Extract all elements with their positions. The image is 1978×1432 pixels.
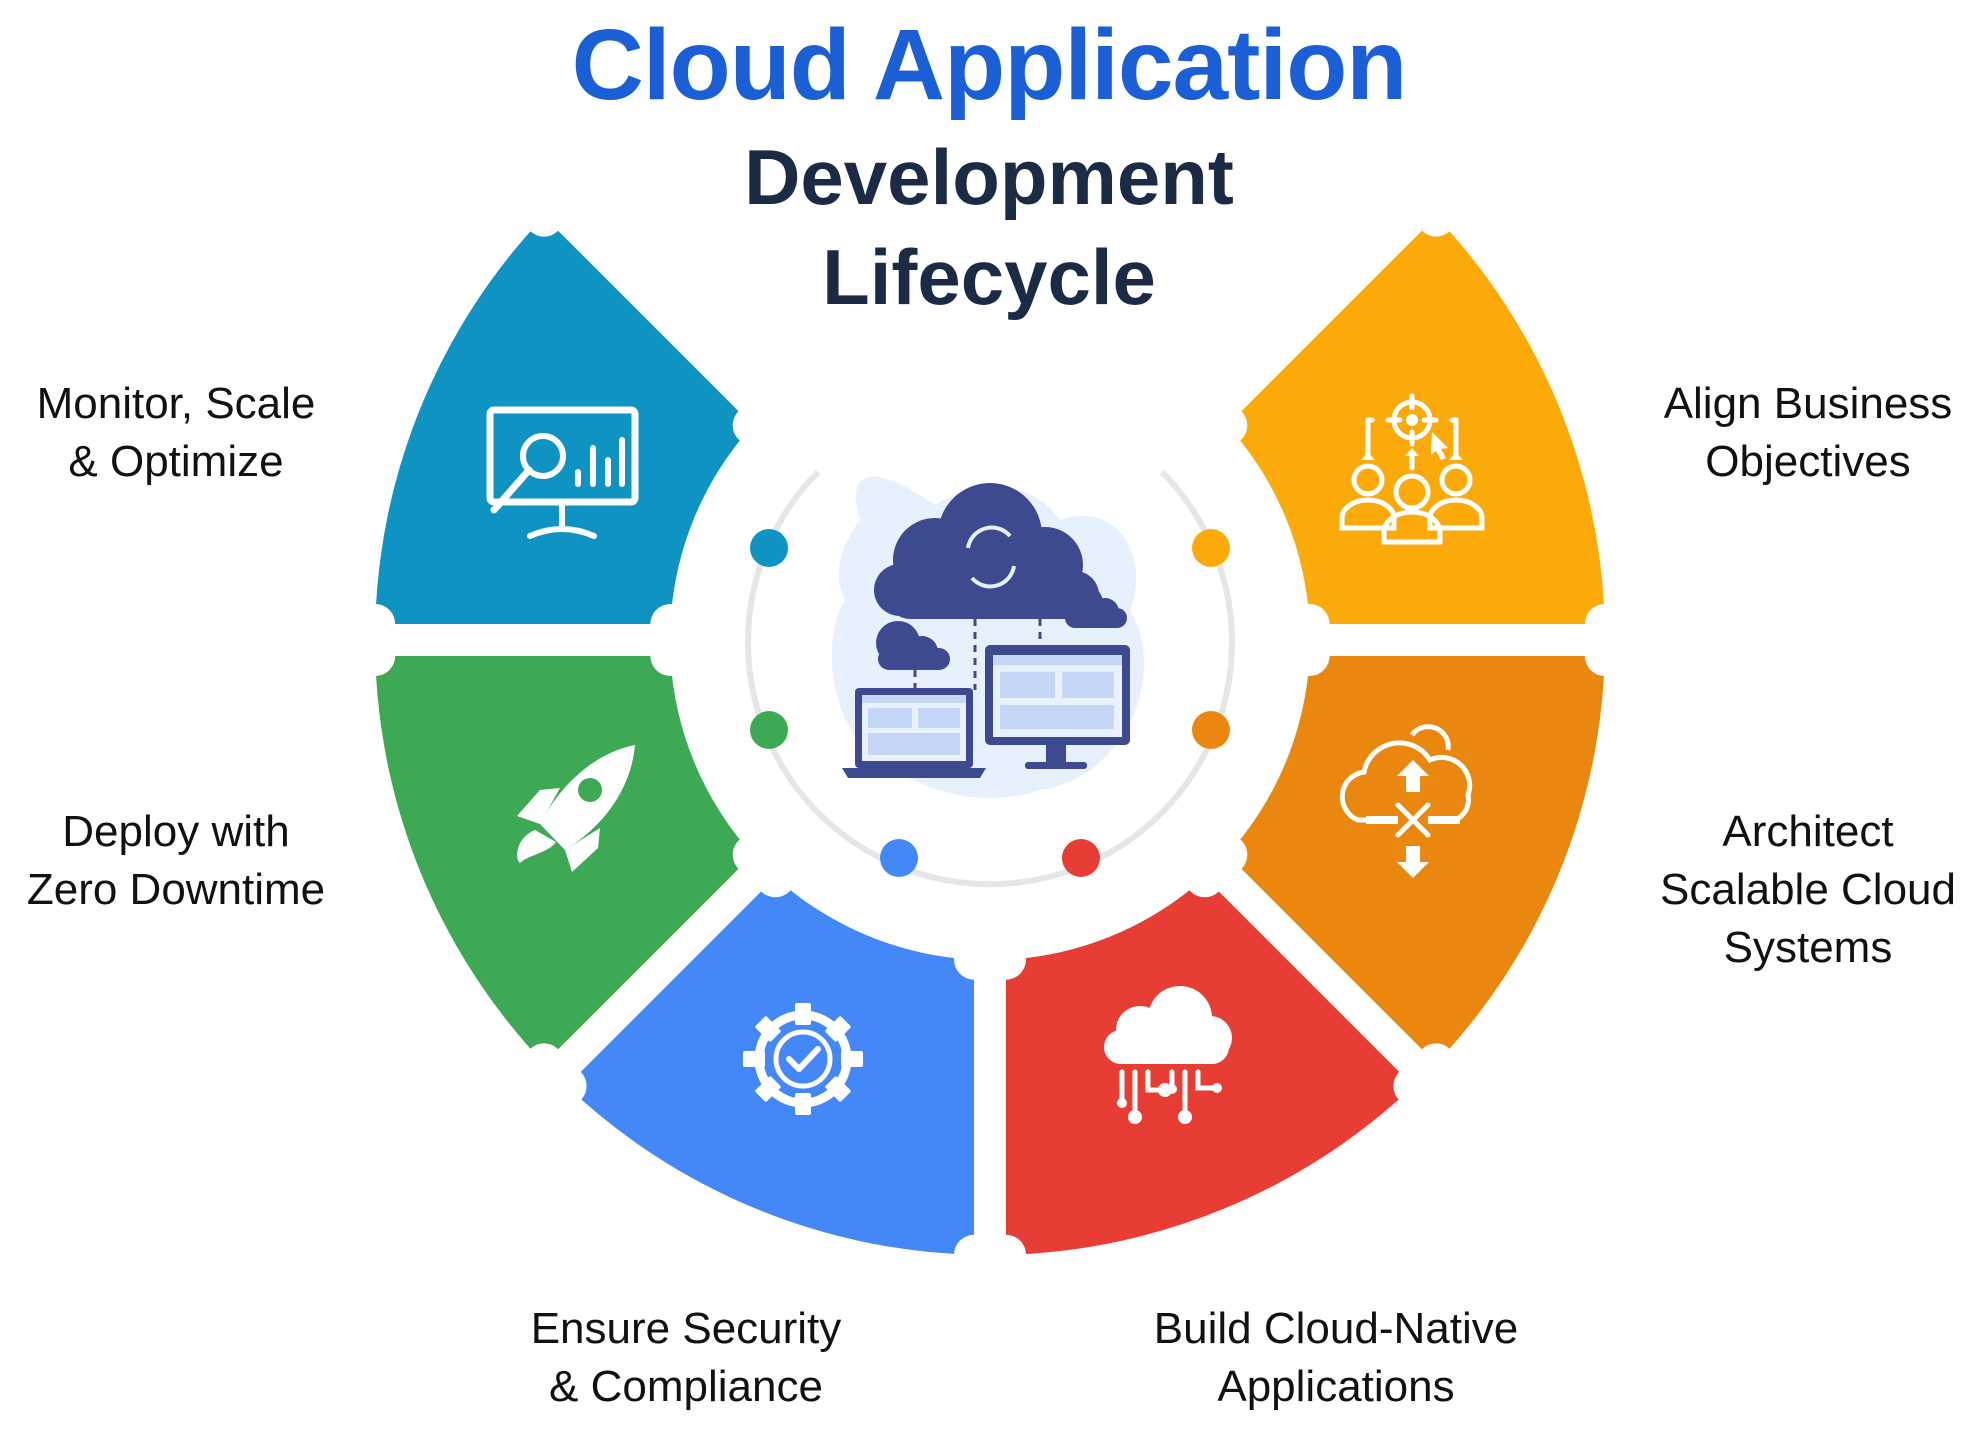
segment-notch [1584,604,1625,645]
connector-dot-architect [1192,711,1230,749]
segment-notch [650,635,691,676]
segment-notch [755,857,796,898]
connector-dot-monitor [750,529,788,567]
stage-label-security: Ensure Security& Compliance [530,1304,842,1411]
segment-notch [1584,635,1625,676]
segment-notch [732,405,773,446]
cloud-devices-icon [831,476,1145,799]
segment-notch [1207,405,1248,446]
center-ring [745,469,1235,888]
connector-dot-build [1062,839,1100,877]
segment-monitor [375,216,753,625]
segment-notch [355,604,396,645]
connector-dot-security [880,839,918,877]
segment-notch [650,604,691,645]
segment-notch [954,939,995,980]
cloud-architecture-icon [1339,724,1473,878]
segment-notch [1289,635,1330,676]
cloud-circuit-icon [1104,986,1232,1124]
segment-notch [954,1234,995,1275]
segment-notch [1207,834,1248,875]
segment-notch [523,196,564,237]
title-line-1: Cloud Application [571,9,1408,121]
segment-notch [546,1066,587,1107]
segment-notch [1416,196,1457,237]
team-target-icon [1339,393,1485,545]
title-line-3: Lifecycle [822,233,1156,321]
segment-notch [355,635,396,676]
segment-notch [985,1234,1026,1275]
connector-dot-deploy [750,711,788,749]
segment-notch [1289,604,1330,645]
segment-build [1005,877,1414,1255]
title-line-2: Development [744,133,1234,221]
stage-label-monitor: Monitor, Scale& Optimize [36,379,316,486]
segment-deploy [375,655,753,1064]
connector-dot-align [1192,529,1230,567]
gear-check-icon [743,1003,863,1115]
monitor-analytics-icon [486,406,639,539]
segment-notch [1416,1043,1457,1084]
segment-security [566,877,975,1255]
rocket-icon [517,745,635,872]
segment-notch [985,939,1026,980]
